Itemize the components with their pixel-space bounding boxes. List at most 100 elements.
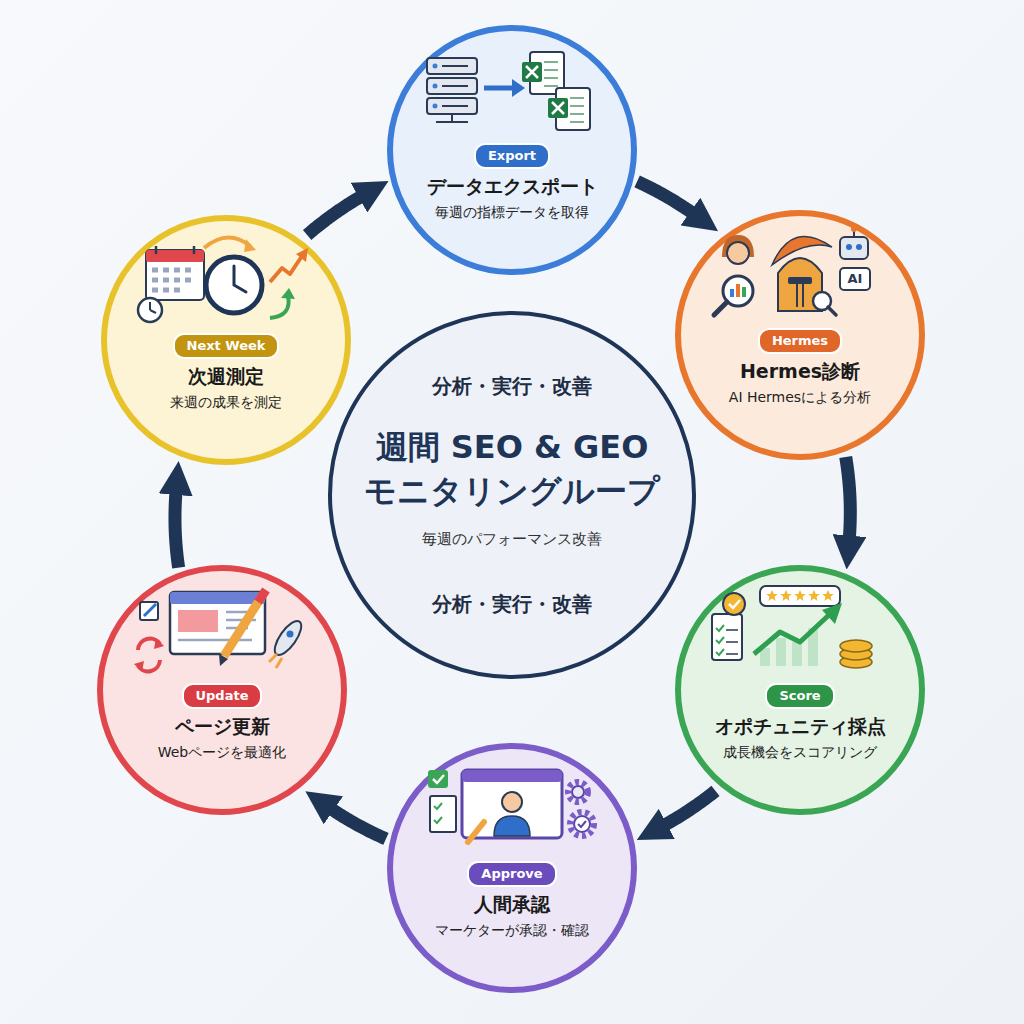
update-icon-part [138, 639, 160, 650]
step-description: AI Hermesによる分析 [729, 387, 871, 407]
export-icon-part [427, 78, 477, 94]
hermes-icon-part [828, 307, 836, 315]
next-week-icon-part [146, 250, 204, 300]
center-title: 週間 SEO & GEO モニタリングループ [362, 425, 662, 513]
update-icon-part [144, 604, 156, 616]
hermes-icon-part [742, 287, 746, 297]
next-week-icon-part [296, 248, 308, 262]
step-title: 人間承認 [474, 891, 550, 917]
update-icon [134, 590, 306, 672]
next-week-icon-part [204, 237, 250, 248]
hermes-icon-part [730, 289, 734, 297]
export-icon-part [522, 62, 542, 82]
update-icon-part [170, 592, 265, 604]
update-icon-part [269, 654, 282, 668]
hermes-icon-part [736, 284, 740, 297]
center-text: 分析・実行・改善 [432, 373, 592, 399]
score-icon-part [794, 590, 805, 601]
hermes-icon-part [722, 235, 754, 257]
approve-icon-part [462, 770, 562, 838]
score-icon-part [776, 638, 786, 666]
step-badge: Update [182, 683, 263, 709]
center-text: 毎週のパフォーマンス改善 [422, 529, 602, 549]
step-title: Hermes診断 [740, 358, 860, 384]
step-title: データエクスポート [427, 173, 598, 199]
export-icon-part [512, 79, 525, 97]
circle-content: Next Week次週測定来週の成果を測定 [101, 215, 351, 465]
approve-icon-part [468, 822, 484, 842]
hermes-icon-part [813, 292, 831, 310]
hermes-icon-part [797, 284, 803, 307]
next-week-icon-part [206, 257, 262, 313]
step-description: マーケターが承認・確認 [435, 920, 589, 940]
step-title: ページ更新 [175, 713, 270, 739]
score-icon-part [780, 590, 791, 601]
approve-icon-part [494, 816, 530, 836]
cycle-arrow [661, 791, 716, 827]
center-text: 分析・実行・改善 [432, 591, 592, 617]
step-badge: Score [765, 683, 834, 709]
circle-content: Exportデータエクスポート毎週の指標データを取得 [387, 25, 637, 275]
ai-label-ground [840, 268, 870, 290]
hermes-icon-part [851, 226, 857, 232]
score-icon-part [760, 586, 840, 606]
approve-icon-part [428, 770, 448, 788]
hermes-icon-part [727, 242, 749, 264]
approve-icon-part [578, 821, 586, 827]
next-week-icon-part [138, 298, 162, 322]
approve-icon-part [570, 812, 594, 836]
hermes-icon-part [778, 258, 822, 311]
hermes-icon-part [723, 276, 753, 306]
step-badge: Hermes [758, 328, 842, 354]
score-icon-part [726, 630, 738, 654]
update-icon-part [170, 592, 265, 654]
step-circle: Next Week次週測定来週の成果を測定 [101, 215, 351, 465]
score-icon-part [822, 603, 842, 624]
hermes-icon-part [772, 236, 832, 265]
next-week-icon [138, 237, 308, 322]
hermes-icon-part [856, 244, 862, 250]
step-description: Webページを最適化 [158, 742, 287, 762]
cycle-arrow [175, 488, 179, 568]
next-week-icon-part [146, 250, 204, 262]
step-circle: Approve人間承認マーケターが承認・確認 [387, 743, 637, 993]
circle-shape [390, 746, 634, 990]
score-icon-part [808, 628, 818, 666]
circle-content: Scoreオポチュニティ採点成長機会をスコアリング [675, 565, 925, 815]
circle-content: Approve人間承認マーケターが承認・確認 [387, 743, 637, 993]
score-icon-part [808, 590, 819, 601]
export-icon-part [433, 84, 438, 89]
score-icon [712, 586, 872, 668]
approve-icon-part [434, 803, 442, 823]
score-icon-part [840, 648, 872, 660]
step-title: 次週測定 [188, 363, 264, 389]
export-icon-part [433, 64, 438, 69]
step-circle: Scoreオポチュニティ採点成長機会をスコアリング [675, 565, 925, 815]
update-icon-part [178, 610, 218, 632]
export-icon-part [544, 62, 558, 86]
cycle-arrow [307, 194, 365, 235]
hermes-icon-part [840, 268, 870, 290]
export-icon-part [427, 98, 477, 114]
score-icon-part [766, 590, 777, 601]
circle-shape [678, 568, 922, 812]
hermes-icon-part [846, 244, 852, 250]
step-description: 毎週の指標データを取得 [435, 202, 589, 222]
circle-content: HermesHermes診断 AI Hermesによる分析 [675, 210, 925, 460]
export-icon-part [433, 104, 438, 109]
circle-shape [330, 313, 694, 677]
update-icon-part [270, 617, 306, 659]
step-circle: HermesHermes診断 AI Hermesによる分析 [675, 210, 925, 460]
step-title: オポチュニティ採点 [715, 713, 886, 739]
approve-icon-part [430, 796, 456, 832]
center-circle: 分析・実行・改善週間 SEO & GEO モニタリングループ毎週のパフォーマンス… [327, 310, 697, 680]
score-icon-part [754, 614, 830, 654]
hermes-icon-part [788, 277, 812, 284]
export-icon [427, 52, 590, 130]
hermes-icon [714, 226, 870, 315]
cycle-arrow [846, 457, 851, 542]
score-icon-part [723, 593, 745, 615]
next-week-icon-part [270, 256, 302, 282]
approve-icon [428, 770, 594, 842]
